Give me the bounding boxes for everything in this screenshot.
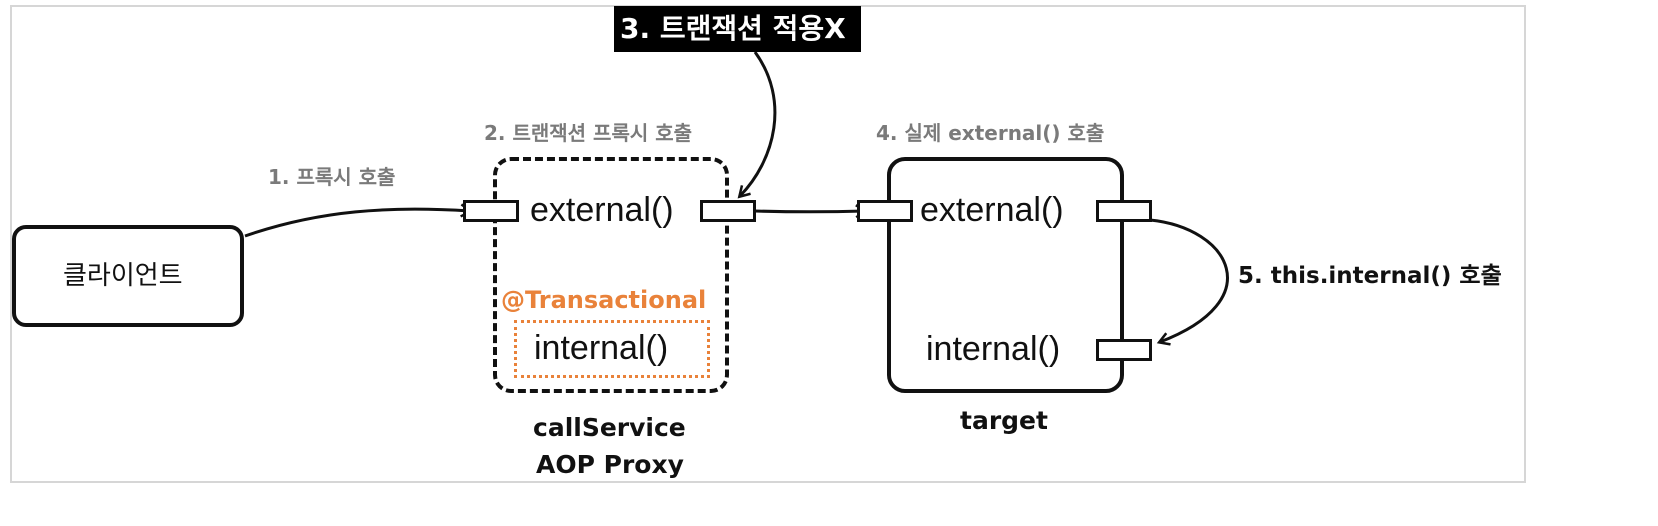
- transactional-annotation: @Transactional: [501, 286, 707, 314]
- step5-label: 5. this.internal() 호출: [1238, 263, 1502, 289]
- arrow-proxy-to-target: [754, 211, 865, 212]
- proxy-caption-line2: AOP Proxy: [536, 450, 684, 479]
- proxy-box: [493, 157, 729, 393]
- proxy-external-method: external(): [530, 191, 674, 229]
- title-banner-text: 3. 트랜잭션 적용X: [620, 12, 846, 45]
- target-external-method: external(): [920, 191, 1064, 229]
- step1-label: 1. 프록시 호출: [268, 165, 396, 189]
- target-external-in-port: [857, 200, 913, 222]
- target-box: [887, 157, 1124, 393]
- step4-label: 4. 실제 external() 호출: [876, 121, 1105, 145]
- proxy-caption-line1: callService: [533, 413, 686, 442]
- target-internal-method: internal(): [926, 330, 1061, 368]
- title-banner: 3. 트랜잭션 적용X: [614, 6, 861, 52]
- proxy-internal-box: [514, 320, 710, 378]
- target-caption: target: [960, 406, 1048, 435]
- arrow-self-invocation: [1149, 218, 1229, 342]
- step2-label: 2. 트랜잭션 프록시 호출: [484, 121, 693, 145]
- proxy-external-in-port: [463, 200, 519, 222]
- proxy-external-out-port: [700, 200, 756, 222]
- arrow-banner-to-proxy: [740, 51, 777, 196]
- client-box: 클라이언트: [12, 225, 244, 327]
- client-label: 클라이언트: [63, 261, 183, 291]
- proxy-internal-method: internal(): [534, 329, 669, 367]
- diagram-frame: [10, 5, 1526, 483]
- target-external-out-port: [1096, 200, 1152, 222]
- arrow-client-to-proxy: [244, 209, 470, 238]
- target-internal-in-port: [1096, 339, 1152, 361]
